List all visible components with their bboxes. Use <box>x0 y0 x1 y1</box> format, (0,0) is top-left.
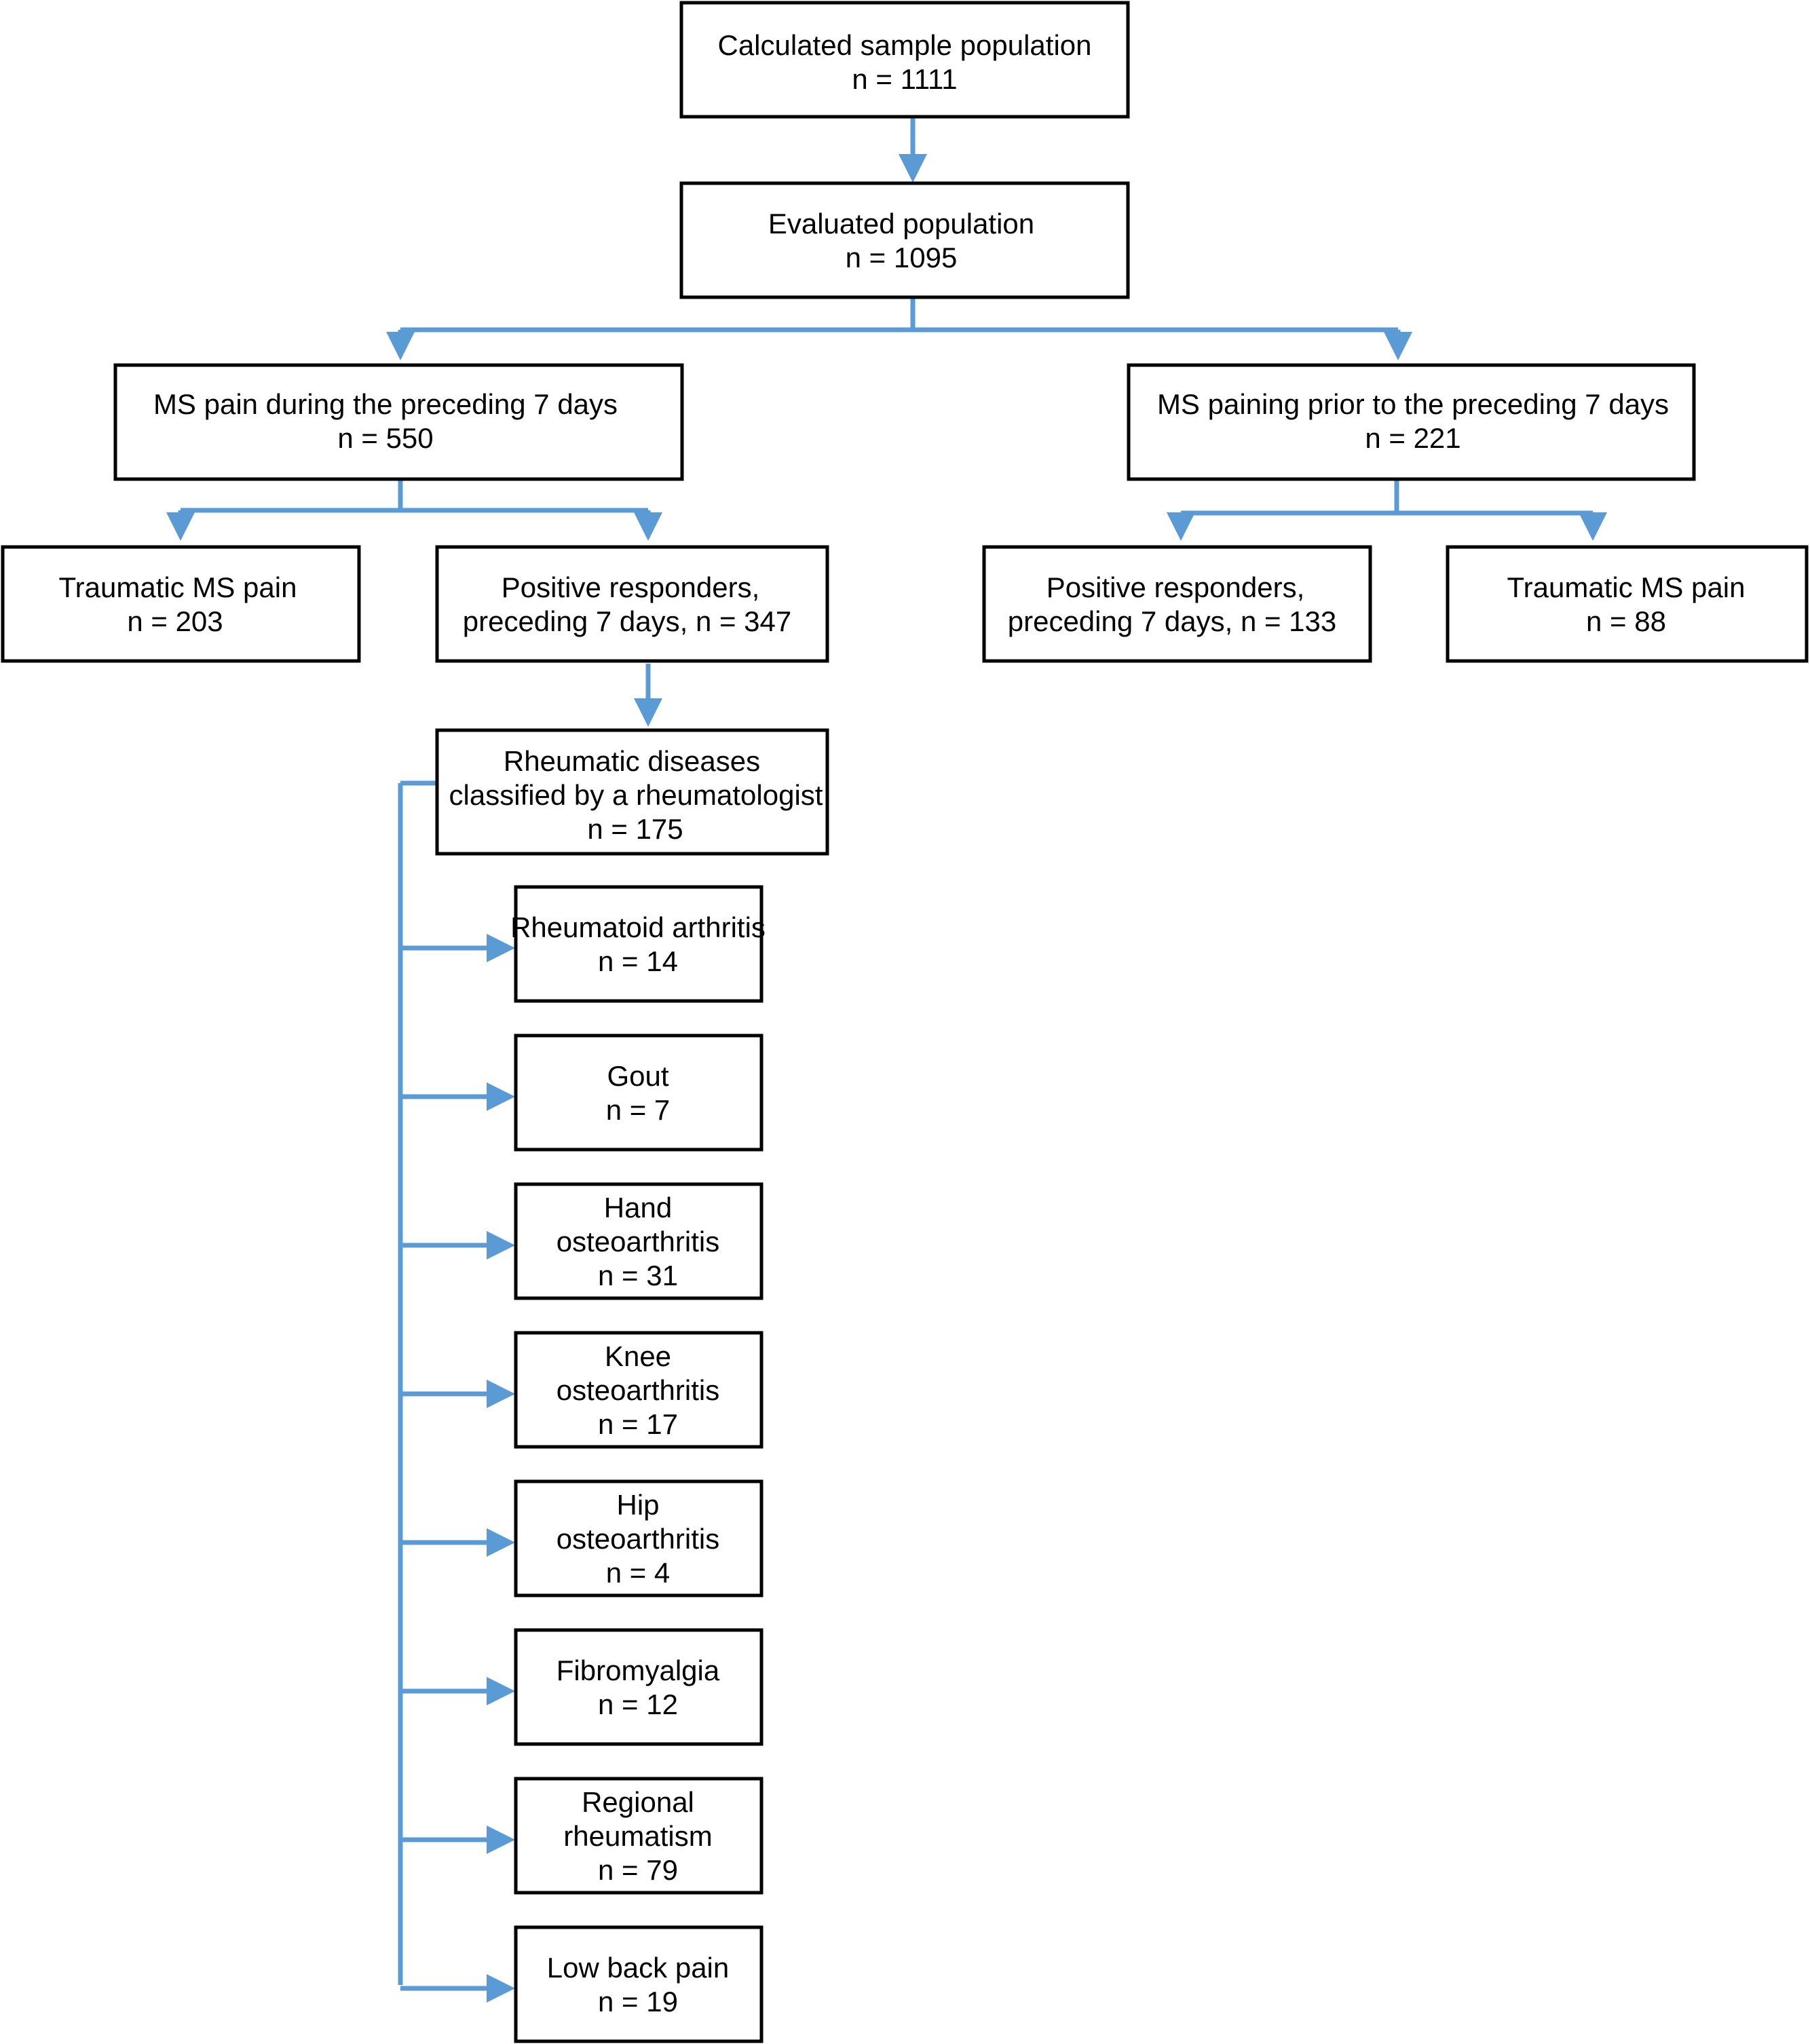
node-pain-7days: MS pain during the preceding 7 days n = … <box>113 363 684 481</box>
diagnosis-count: n = 19 <box>598 1986 678 2018</box>
diagnosis-count: n = 31 <box>598 1260 678 1291</box>
node-sample-count: n = 1111 <box>852 63 957 95</box>
diagnosis-label: osteoarthritis <box>557 1523 719 1555</box>
node-traumatic-left: Traumatic MS pain n = 203 <box>1 545 361 663</box>
diagnosis-branch-arrows <box>400 934 515 2003</box>
node-sample: Calculated sample population n = 1111 <box>679 1 1130 119</box>
node-rheumatic-title: Rheumatic diseases <box>504 745 760 777</box>
diagnosis-label: rheumatism <box>563 1820 712 1852</box>
diagnosis-label: osteoarthritis <box>557 1226 719 1257</box>
diagnosis-label: Hand <box>604 1192 672 1224</box>
node-evaluated: Evaluated population n = 1095 <box>679 181 1130 299</box>
node-positive-left: Positive responders, preceding 7 days, n… <box>435 545 829 663</box>
diagnosis-count: n = 17 <box>598 1408 678 1440</box>
diagnosis-label: Regional <box>582 1786 694 1818</box>
diagnosis-count: n = 79 <box>598 1854 678 1886</box>
node-pain-7days-title: MS pain during the preceding 7 days <box>153 388 618 420</box>
connectors <box>166 117 1607 1985</box>
diagnosis-count: n = 12 <box>598 1688 678 1720</box>
diagnosis-label: Knee <box>605 1340 671 1372</box>
node-evaluated-count: n = 1095 <box>846 242 958 273</box>
node-pain-prior-title: MS paining prior to the preceding 7 days <box>1157 388 1669 420</box>
node-positive-right-title: Positive responders, <box>1047 571 1305 603</box>
node-traumatic-left-title: Traumatic MS pain <box>59 571 297 603</box>
diagnosis-label: osteoarthritis <box>557 1374 719 1406</box>
diagnosis-label: Rheumatoid arthritis <box>510 911 766 943</box>
diagnosis-label: Hip <box>616 1489 659 1521</box>
node-evaluated-title: Evaluated population <box>768 208 1034 240</box>
node-pain-prior: MS paining prior to the preceding 7 days… <box>1127 363 1696 481</box>
node-positive-right-count: preceding 7 days, n = 133 <box>1008 605 1337 637</box>
node-traumatic-right-title: Traumatic MS pain <box>1507 571 1746 603</box>
node-traumatic-left-count: n = 203 <box>127 605 223 637</box>
node-positive-left-title: Positive responders, <box>502 571 760 603</box>
node-sample-title: Calculated sample population <box>717 29 1091 61</box>
node-rheumatic-subtitle: classified by a rheumatologist <box>449 779 823 811</box>
node-traumatic-right: Traumatic MS pain n = 88 <box>1446 545 1809 663</box>
node-traumatic-right-count: n = 88 <box>1586 605 1666 637</box>
diagnosis-label: Fibromyalgia <box>557 1654 720 1686</box>
node-pain-prior-count: n = 221 <box>1365 422 1460 454</box>
diagnosis-count: n = 14 <box>598 945 678 977</box>
diagnosis-count: n = 4 <box>606 1557 671 1589</box>
diagnosis-label: Gout <box>607 1060 668 1092</box>
diagnosis-count: n = 7 <box>606 1094 671 1126</box>
node-pain-7days-count: n = 550 <box>337 422 433 454</box>
node-rheumatic: Rheumatic diseases classified by a rheum… <box>435 728 829 856</box>
node-positive-left-count: preceding 7 days, n = 347 <box>463 605 792 637</box>
node-rheumatic-count: n = 175 <box>587 813 683 845</box>
node-positive-right: Positive responders, preceding 7 days, n… <box>982 545 1372 663</box>
diagnosis-label: Low back pain <box>547 1952 730 1984</box>
